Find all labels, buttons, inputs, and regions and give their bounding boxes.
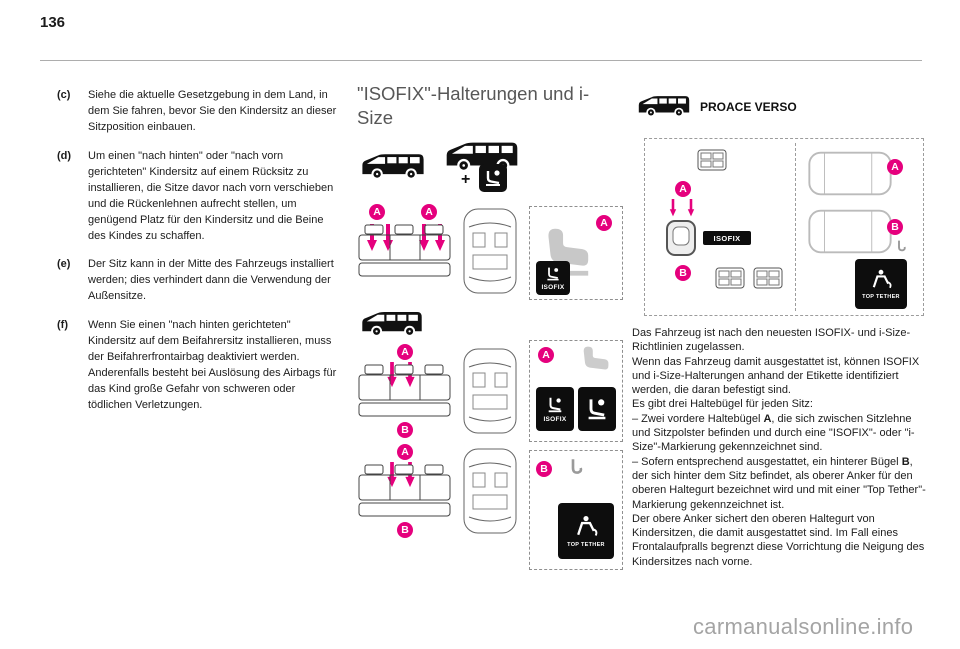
note-item-e: (e) Der Sitz kann in der Mitte des Fahrz… — [57, 257, 339, 305]
middle-column: "ISOFIX"-Halterungen und i-Size + — [357, 82, 623, 642]
vehicle-outline-icon — [808, 209, 892, 254]
note-text: Um einen "nach hinten" oder "nach vorn g… — [88, 149, 334, 242]
isofix-tag: ISOFIX — [703, 231, 751, 245]
anchor-a-marker: A — [369, 204, 385, 220]
bench-seat-icon — [358, 464, 451, 517]
diagram-divider — [795, 143, 796, 311]
top-tether-logo: TOP TETHER — [558, 503, 614, 559]
note-text: Wenn Sie einen "nach hinten gerichteten"… — [88, 319, 337, 411]
child-seat-icon — [479, 164, 507, 192]
tether-hook-icon — [898, 240, 906, 252]
seat-grid-icon — [753, 267, 783, 289]
vehicle-outline-icon — [808, 151, 892, 196]
down-arrow-icon — [367, 224, 377, 251]
anchor-b-marker: B — [887, 219, 903, 235]
top-tether-pictogram-icon — [872, 269, 892, 289]
figure-isofix-front-positions: A A A — [357, 204, 623, 302]
anchor-a-marker: A — [596, 215, 612, 231]
car-top-view-icon — [463, 208, 517, 294]
header-divider — [40, 60, 922, 61]
paragraph: Es gibt drei Haltebügel für jeden Sitz: — [632, 398, 813, 411]
note-text: Siehe die aktuelle Gesetzgebung in dem L… — [88, 89, 337, 133]
note-item-c: (c) Siehe die aktuelle Gesetzgebung in d… — [57, 88, 339, 136]
isofix-logo-label: ISOFIX — [541, 283, 565, 291]
anchor-b-marker: B — [675, 265, 691, 281]
paragraph: Der obere Anker sichert den oberen Halte… — [632, 512, 925, 568]
down-arrow-icon — [687, 199, 695, 217]
figure-rear-row-2: A B — [357, 444, 623, 540]
top-tether-panel: B TOP TETHER — [529, 450, 623, 570]
anchor-b-marker: B — [397, 522, 413, 538]
anchor-b-marker: B — [397, 422, 413, 438]
note-text: Der Sitz kann in der Mitte des Fahrzeugs… — [88, 258, 334, 303]
model-label: PROACE VERSO — [700, 100, 797, 114]
figure-vehicle-variants: + — [357, 134, 623, 200]
down-arrow-icon — [435, 224, 445, 251]
plus-sign: + — [461, 171, 471, 188]
bench-seat-icon — [358, 364, 451, 417]
paragraph: – Zwei vordere Haltebügel A, die sich zw… — [632, 412, 915, 454]
car-top-view-icon — [463, 448, 517, 534]
bench-seat-icon — [358, 224, 451, 277]
section-title: "ISOFIX"-Halterungen und i-Size — [357, 83, 590, 128]
isofix-logo: ISOFIX — [536, 387, 574, 431]
note-item-d: (d) Um einen "nach hinten" oder "nach vo… — [57, 149, 339, 245]
top-tether-logo-label: TOP TETHER — [862, 294, 900, 300]
isofix-description: Das Fahrzeug ist nach den neuesten ISOFI… — [632, 326, 931, 569]
child-seat-top-icon — [666, 220, 696, 256]
paragraph: Das Fahrzeug ist nach den neuesten ISOFI… — [632, 327, 911, 354]
figure-rear-row-1: A B — [357, 344, 623, 440]
down-arrow-icon — [419, 224, 429, 251]
top-tether-logo-label: TOP TETHER — [567, 542, 605, 548]
left-column: (c) Siehe die aktuelle Gesetzgebung in d… — [57, 88, 339, 427]
isofix-detail-panel: A ISOFIX — [529, 206, 623, 300]
van-icon — [362, 154, 424, 180]
paragraph: – Sofern entsprechend ausgestattet, ein … — [632, 455, 926, 511]
top-tether-logo: TOP TETHER — [855, 259, 907, 309]
isofix-pictogram-icon — [547, 267, 559, 280]
paragraph: Wenn das Fahrzeug damit ausgestattet ist… — [632, 355, 920, 397]
note-item-f: (f) Wenn Sie einen "nach hinten gerichte… — [57, 318, 339, 414]
i-size-logo — [578, 387, 616, 431]
anchor-a-marker: A — [421, 204, 437, 220]
van-icon — [638, 96, 690, 118]
note-label: (d) — [57, 149, 72, 162]
anchor-b-marker: B — [536, 461, 552, 477]
anchor-a-marker: A — [538, 347, 554, 363]
isofix-logo: ISOFIX — [536, 261, 570, 295]
note-label: (c) — [57, 89, 71, 101]
figure-van — [357, 308, 477, 340]
seat-grid-icon — [697, 149, 727, 171]
note-label: (f) — [57, 319, 68, 332]
seat-grid-icon — [715, 267, 745, 289]
anchor-a-marker: A — [887, 159, 903, 175]
isofix-pictogram-icon — [548, 397, 562, 412]
seat-detail-icon — [583, 346, 609, 370]
top-tether-pictogram-icon — [577, 515, 598, 536]
note-label: (e) — [57, 258, 71, 271]
tether-hook-icon — [571, 459, 583, 474]
isofix-labels-panel: A ISOFIX — [529, 340, 623, 442]
child-seat-pictogram-icon — [588, 399, 606, 420]
isofix-logo-label: ISOFIX — [543, 415, 567, 423]
anchor-a-marker: A — [675, 181, 691, 197]
page-number: 136 — [40, 14, 66, 31]
van-icon — [362, 312, 422, 337]
anchor-a-marker: A — [397, 344, 413, 360]
seating-plan-diagram: A ISOFIX B A — [644, 138, 924, 316]
down-arrow-icon — [669, 199, 677, 217]
anchor-a-marker: A — [397, 444, 413, 460]
watermark: carmanualsonline.info — [693, 614, 914, 639]
car-top-view-icon — [463, 348, 517, 434]
